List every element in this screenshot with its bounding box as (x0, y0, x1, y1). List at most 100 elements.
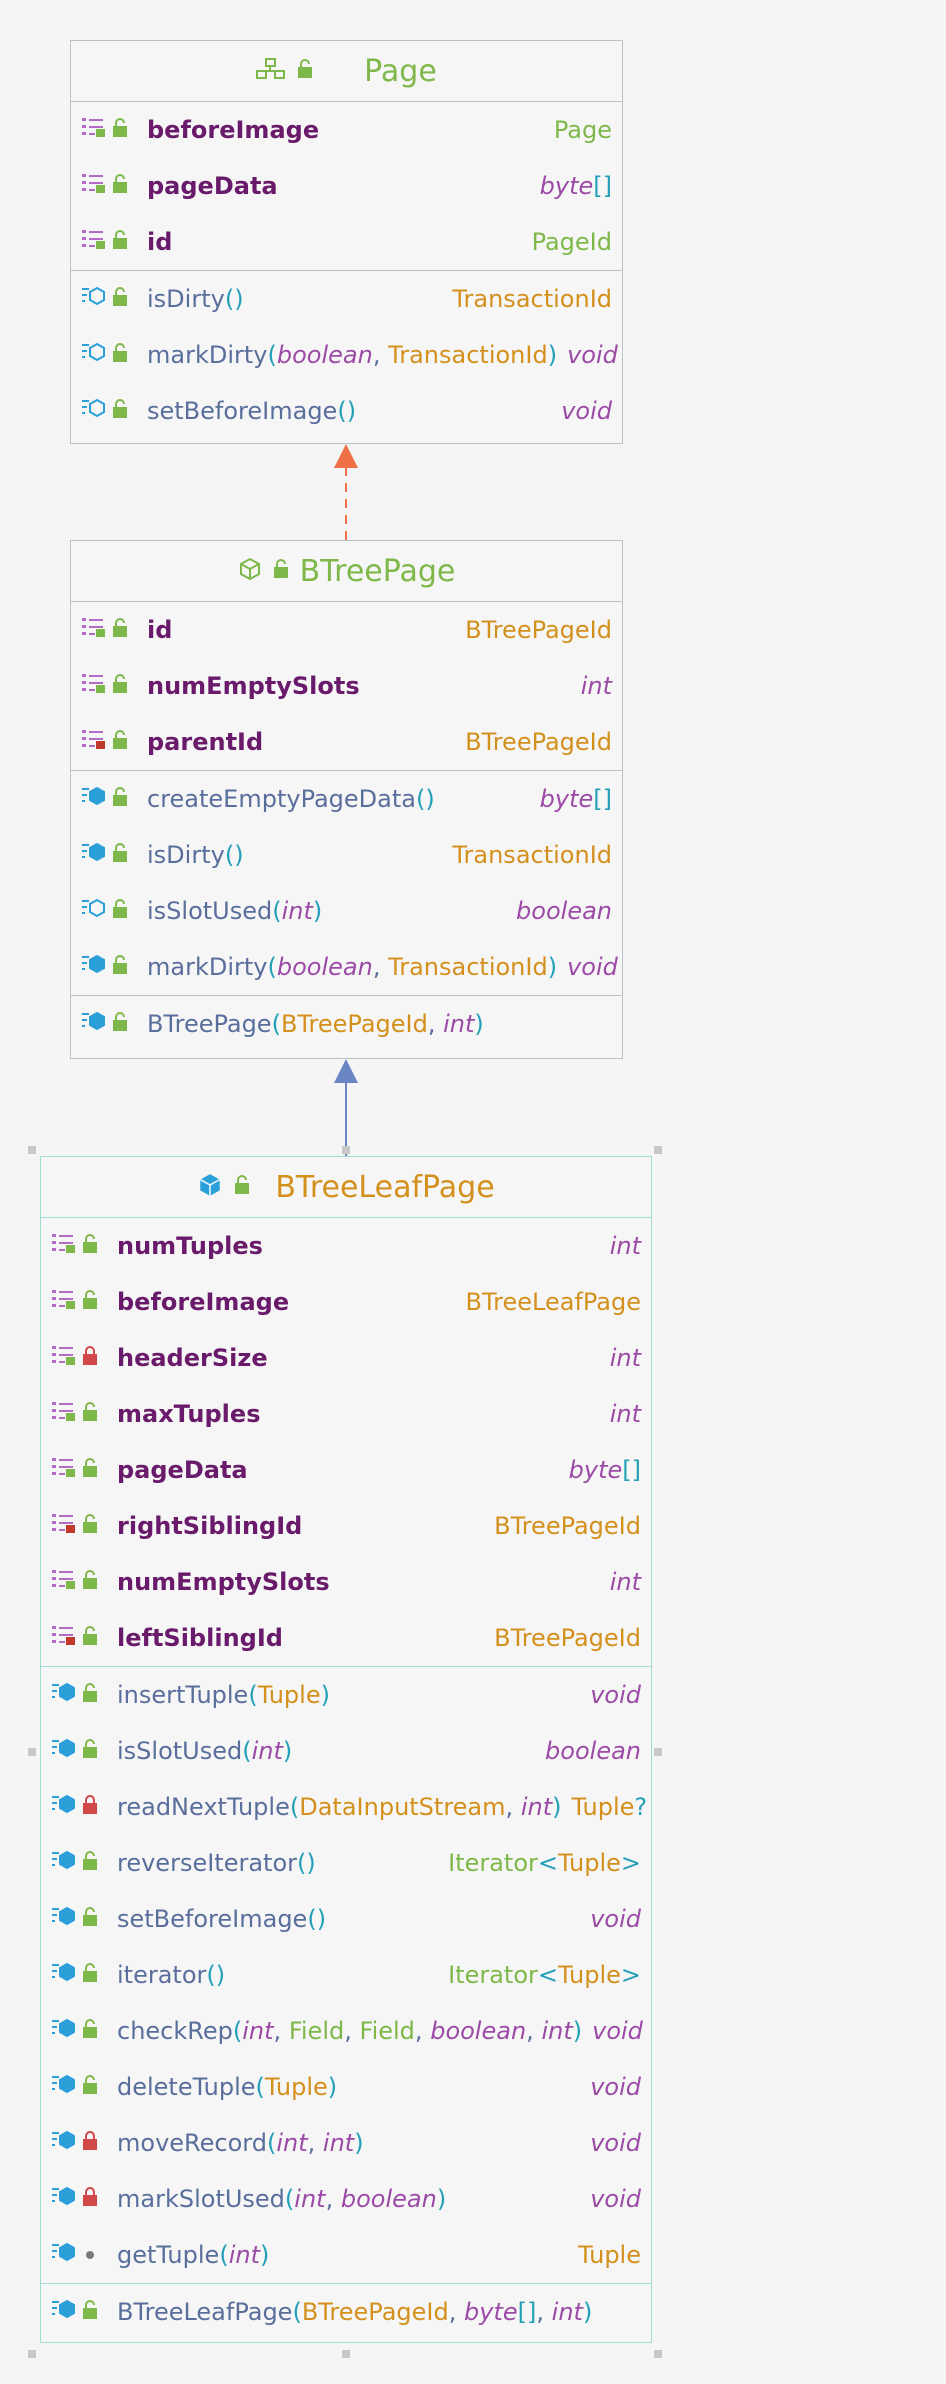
method-icon (51, 1849, 77, 1877)
member-name: isSlotUsed (117, 1737, 243, 1765)
member-params: (int) (272, 897, 323, 925)
member-icons (51, 1400, 117, 1428)
method-icon (51, 2241, 77, 2269)
constructor-icon (51, 2298, 77, 2326)
method-row-createEmptyPageData[interactable]: createEmptyPageData()byte[] (71, 771, 622, 827)
field-row-numEmptySlots[interactable]: numEmptySlots int (41, 1554, 651, 1610)
method-row-isDirty[interactable]: isDirty()TransactionId (71, 271, 622, 327)
constructor-section: BTreeLeafPage(BTreePageId, byte[], int) (41, 2284, 651, 2340)
public-icon (111, 285, 129, 313)
resize-handle-bottom-right[interactable] (654, 2350, 662, 2358)
method-row-readNextTuple[interactable]: readNextTuple(DataInputStream, int)Tuple… (41, 1779, 651, 1835)
member-icons (51, 1905, 117, 1933)
resize-handle-bottom-center[interactable] (342, 2350, 350, 2358)
method-section: createEmptyPageData()byte[] isDirty()Tra… (71, 771, 622, 996)
public-icon (233, 1175, 251, 1199)
method-icon (51, 1681, 77, 1709)
package-icon (81, 2241, 99, 2269)
method-icon (51, 1793, 77, 1821)
member-icons (81, 672, 147, 700)
member-params: (int, Field, Field, boolean, int) (232, 2017, 583, 2045)
member-icons (81, 616, 147, 644)
member-type: Tuple? (571, 1793, 648, 1821)
public-icon (111, 341, 129, 369)
member-type: BTreeLeafPage (465, 1288, 641, 1316)
method-row-isSlotUsed[interactable]: isSlotUsed(int)boolean (71, 883, 622, 939)
interface-icon (256, 58, 286, 84)
method-row-insertTuple[interactable]: insertTuple(Tuple)void (41, 1667, 651, 1723)
method-row-getTuple[interactable]: getTuple(int)Tuple (41, 2227, 651, 2283)
field-icon (81, 228, 107, 256)
resize-handle-top-right[interactable] (654, 1146, 662, 1154)
member-name: pageData (117, 1456, 248, 1484)
constructor-row-BTreePage[interactable]: BTreePage(BTreePageId, int) (71, 996, 622, 1052)
resize-handle-top-left[interactable] (28, 1146, 36, 1154)
member-icons (81, 228, 147, 256)
resize-handle-middle-right[interactable] (654, 1748, 662, 1756)
member-icons (51, 2185, 117, 2213)
member-name: reverseIterator (117, 1849, 297, 1877)
method-row-isSlotUsed[interactable]: isSlotUsed(int)boolean (41, 1723, 651, 1779)
member-name: leftSiblingId (117, 1624, 283, 1652)
member-icons (51, 1681, 117, 1709)
member-type: PageId (531, 228, 612, 256)
public-icon (81, 1849, 99, 1877)
field-icon (51, 1288, 77, 1316)
method-row-reverseIterator[interactable]: reverseIterator()Iterator<Tuple> (41, 1835, 651, 1891)
member-type: void (567, 953, 618, 981)
field-icon (51, 1568, 77, 1596)
method-row-iterator[interactable]: iterator()Iterator<Tuple> (41, 1947, 651, 2003)
method-row-setBeforeImage[interactable]: setBeforeImage()void (71, 383, 622, 439)
public-icon (111, 397, 129, 425)
public-icon (81, 1961, 99, 1989)
resize-handle-bottom-left[interactable] (28, 2350, 36, 2358)
method-row-checkRep[interactable]: checkRep(int, Field, Field, boolean, int… (41, 2003, 651, 2059)
field-icon (81, 728, 107, 756)
method-row-markDirty[interactable]: markDirty(boolean, TransactionId)void (71, 939, 622, 995)
member-params: (int) (219, 2241, 270, 2269)
member-type: void (590, 2185, 641, 2213)
member-name: maxTuples (117, 1400, 261, 1428)
member-name: deleteTuple (117, 2073, 256, 2101)
member-icons (81, 841, 147, 869)
resize-handle-top-center[interactable] (342, 1146, 350, 1154)
method-row-moveRecord[interactable]: moveRecord(int, int)void (41, 2115, 651, 2171)
member-icons (51, 2129, 117, 2157)
method-row-isDirty[interactable]: isDirty()TransactionId (71, 827, 622, 883)
member-icons (51, 2241, 117, 2269)
member-name: BTreePage (147, 1010, 272, 1038)
member-icons (81, 728, 147, 756)
method-row-setBeforeImage[interactable]: setBeforeImage()void (41, 1891, 651, 1947)
member-type: void (590, 1905, 641, 1933)
resize-handle-middle-left[interactable] (28, 1748, 36, 1756)
method-row-markSlotUsed[interactable]: markSlotUsed(int, boolean)void (41, 2171, 651, 2227)
constructor-row-BTreeLeafPage[interactable]: BTreeLeafPage(BTreePageId, byte[], int) (41, 2284, 651, 2340)
public-icon (111, 953, 129, 981)
member-type: void (590, 2073, 641, 2101)
member-type: int (609, 1568, 641, 1596)
method-icon (51, 1961, 77, 1989)
method-row-markDirty[interactable]: markDirty(boolean, TransactionId)void (71, 327, 622, 383)
member-icons (81, 1010, 147, 1038)
member-name: numEmptySlots (117, 1568, 330, 1596)
member-name: createEmptyPageData (147, 785, 416, 813)
public-icon (111, 672, 129, 700)
method-row-deleteTuple[interactable]: deleteTuple(Tuple)void (41, 2059, 651, 2115)
